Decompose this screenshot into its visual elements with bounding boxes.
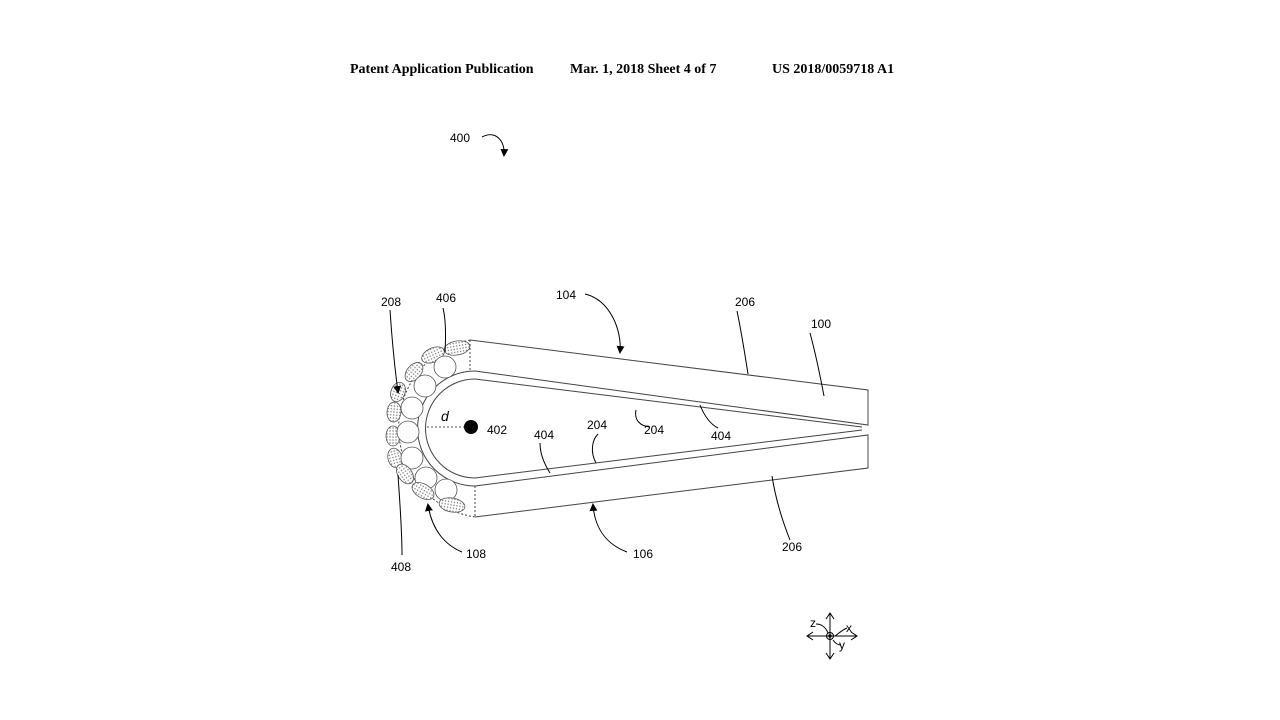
label-406: 406 — [436, 291, 456, 305]
label-206-top: 206 — [735, 295, 755, 309]
label-408: 408 — [391, 560, 411, 574]
label-204-b: 204 — [644, 423, 664, 437]
label-402: 402 — [487, 423, 507, 437]
publication-title: Patent Application Publication — [350, 62, 534, 77]
label-106: 106 — [633, 547, 653, 561]
label-d: d — [441, 408, 450, 424]
leader-lines — [389, 134, 825, 556]
label-400: 400 — [450, 131, 470, 145]
label-404-right: 404 — [711, 429, 731, 443]
axis-indicator — [806, 612, 858, 660]
label-208: 208 — [381, 295, 401, 309]
label-206-bottom: 206 — [782, 540, 802, 554]
upper-panel — [469, 339, 869, 428]
label-104: 104 — [556, 288, 576, 302]
label-404-left: 404 — [534, 428, 554, 442]
label-100: 100 — [811, 317, 831, 331]
axis-z-label: z — [810, 616, 816, 630]
center-point — [464, 420, 478, 434]
lower-panel — [474, 429, 869, 518]
publication-date-sheet: Mar. 1, 2018 Sheet 4 of 7 — [570, 62, 717, 77]
page-header: Patent Application Publication Mar. 1, 2… — [350, 62, 910, 82]
bead-ring — [385, 340, 471, 513]
label-108: 108 — [466, 547, 486, 561]
axis-y-label: y — [839, 638, 845, 652]
label-204-a: 204 — [587, 418, 607, 432]
axis-x-label: x — [846, 621, 852, 635]
publication-number: US 2018/0059718 A1 — [772, 62, 895, 77]
